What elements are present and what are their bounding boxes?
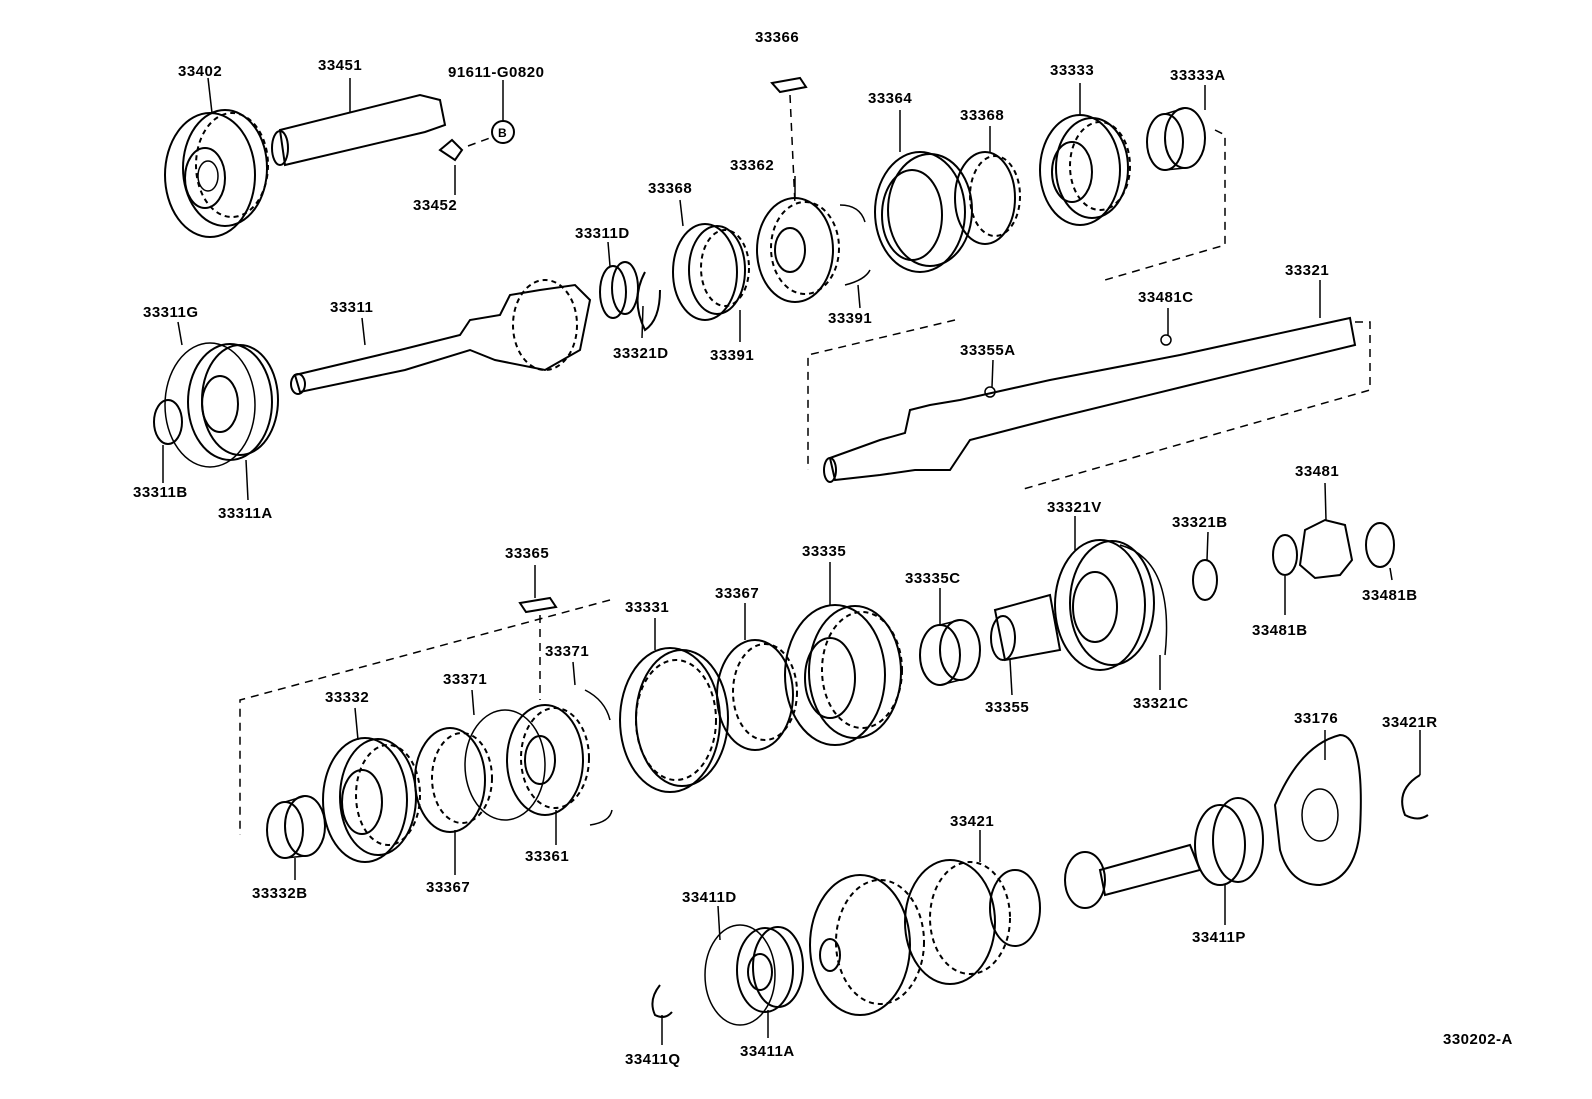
- part-33311g-ring: [164, 342, 256, 468]
- part-33332-gear: [322, 737, 421, 863]
- label-33481: 33481: [1295, 463, 1339, 480]
- part-33321v-bearing: [993, 539, 1168, 671]
- label-33452: 33452: [413, 197, 457, 214]
- label-33311: 33311: [330, 299, 373, 316]
- label-33335: 33335: [802, 543, 846, 560]
- label-33321: 33321: [1285, 262, 1329, 279]
- part-33362-hub: [756, 197, 871, 303]
- part-33365-key: [518, 596, 558, 700]
- label-33411d: 33411D: [682, 889, 737, 906]
- part-33421r-snapring: [1401, 774, 1429, 820]
- part-33367-ring-lower: [414, 727, 493, 833]
- part-33176-plate: [1273, 733, 1362, 887]
- part-33402-gear: [164, 109, 269, 238]
- part-33451-shaft: [271, 93, 447, 167]
- diagram-code: 330202-A: [1443, 1031, 1513, 1048]
- label-33451: 33451: [318, 57, 362, 74]
- label-33335c: 33335C: [905, 570, 961, 587]
- label-33333a: 33333A: [1170, 67, 1226, 84]
- label-33311b: 33311B: [133, 484, 188, 501]
- label-33421r: 33421R: [1382, 714, 1438, 731]
- part-33311d-bearing: [599, 261, 639, 319]
- part-33355-spacer: [990, 615, 1016, 661]
- part-33411q-snapring: [651, 984, 673, 1018]
- label-33411a: 33411A: [740, 1043, 795, 1060]
- label-33402: 33402: [178, 63, 222, 80]
- part-33311b-snapring: [153, 399, 183, 445]
- part-33335-gear: [784, 604, 903, 746]
- label-33481b-left: 33481B: [1252, 622, 1308, 639]
- label-33367-upper: 33367: [715, 585, 759, 602]
- label-33371-right: 33371: [545, 643, 589, 660]
- part-33411d-ring: [704, 924, 776, 1026]
- part-33411p-bearing: [1194, 797, 1264, 886]
- callout-labels: 33402 33451 91611-G0820 B 33452 33366 33…: [133, 29, 1513, 1068]
- label-33361: 33361: [525, 848, 569, 865]
- part-33366-key: [770, 76, 808, 206]
- part-33335c-bearing: [919, 619, 981, 686]
- label-33411p: 33411P: [1192, 929, 1246, 946]
- part-33371-spring: [464, 709, 546, 821]
- label-33368-upper: 33368: [648, 180, 692, 197]
- label-33331: 33331: [625, 599, 669, 616]
- label-33321v: 33321V: [1047, 499, 1102, 516]
- part-33321d-snapring: [636, 271, 661, 332]
- part-33333a-bearing: [1104, 107, 1226, 281]
- part-33367-ring-upper: [716, 639, 798, 751]
- part-33311-input-shaft: [290, 279, 592, 395]
- part-33333-gear: [1039, 114, 1131, 226]
- label-33176: 33176: [1294, 710, 1338, 727]
- label-33411q: 33411Q: [625, 1051, 681, 1068]
- part-33331-sleeve: [619, 647, 729, 793]
- part-33411a-bearing: [736, 926, 804, 1013]
- label-33367-lower: 33367: [426, 879, 470, 896]
- part-33321-output-shaft: [807, 316, 1371, 491]
- label-33364: 33364: [868, 90, 912, 107]
- part-33321b-snapring: [1192, 559, 1218, 601]
- label-33355: 33355: [985, 699, 1029, 716]
- part-33481b-snapring-right: [1365, 522, 1395, 568]
- label-33481b-right: 33481B: [1362, 587, 1418, 604]
- leader-lines: [162, 77, 1421, 1045]
- label-33332: 33332: [325, 689, 369, 706]
- label-33321b: 33321B: [1172, 514, 1228, 531]
- part-33481-nut: [1298, 518, 1354, 580]
- part-33361-hub: [506, 689, 613, 826]
- label-33371-left: 33371: [443, 671, 487, 688]
- label-33362: 33362: [730, 157, 774, 174]
- part-33364-sleeve: [874, 151, 973, 273]
- label-33391-upper: 33391: [828, 310, 872, 327]
- bracket-lower-group: [239, 599, 611, 835]
- part-33368-ring-right: [954, 151, 1021, 245]
- label-33368-right: 33368: [960, 107, 1004, 124]
- label-33321d: 33321D: [613, 345, 669, 362]
- label-33366: 33366: [755, 29, 799, 46]
- label-33311g: 33311G: [143, 304, 199, 321]
- part-33332b-bearing: [266, 795, 326, 859]
- label-33311d: 33311D: [575, 225, 630, 242]
- label-33481c: 33481C: [1138, 289, 1194, 306]
- label-b: B: [498, 126, 507, 140]
- part-33421-countergear: [809, 843, 1202, 1016]
- part-33481b-snapring-left: [1272, 534, 1298, 576]
- label-91611-g0820: 91611-G0820: [448, 64, 544, 81]
- label-33311a: 33311A: [218, 505, 273, 522]
- part-33311a-bearing: [187, 343, 279, 461]
- label-33333: 33333: [1050, 62, 1094, 79]
- label-33365: 33365: [505, 545, 549, 562]
- label-33355a: 33355A: [960, 342, 1016, 359]
- label-33391-lower: 33391: [710, 347, 754, 364]
- label-33421: 33421: [950, 813, 994, 830]
- label-33332b: 33332B: [252, 885, 308, 902]
- part-33368-ring-upper: [672, 223, 750, 321]
- label-33321c: 33321C: [1133, 695, 1189, 712]
